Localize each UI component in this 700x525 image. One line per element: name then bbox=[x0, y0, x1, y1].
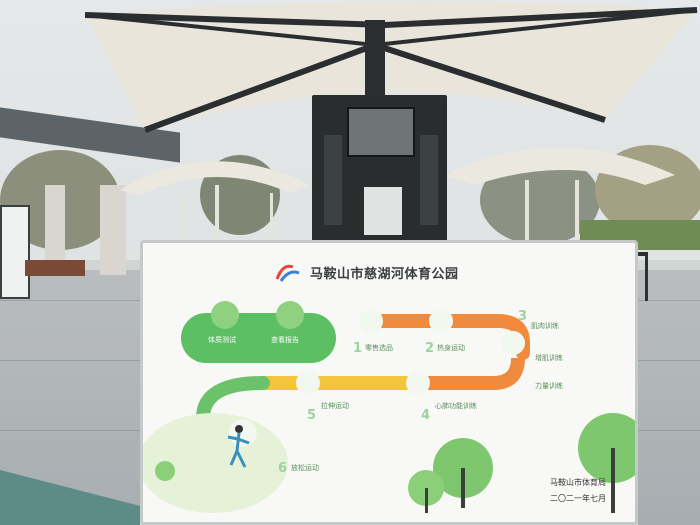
kiosk-side-panel bbox=[420, 135, 438, 225]
board-footer-org: 马鞍山市体育局 bbox=[550, 478, 606, 487]
pergola-pillar bbox=[45, 185, 65, 265]
step-number: 3 bbox=[518, 309, 528, 324]
pergola-pillar bbox=[100, 185, 126, 275]
step-label: 体质测试 bbox=[208, 336, 236, 344]
step-number: 5 bbox=[307, 408, 317, 423]
small-umbrella-right bbox=[445, 147, 675, 245]
step-number: 1 bbox=[353, 341, 363, 356]
step-number: 6 bbox=[278, 461, 288, 476]
small-umbrella-left bbox=[120, 161, 310, 255]
test-and-report-pill bbox=[181, 313, 336, 363]
large-shade-umbrella bbox=[85, 1, 698, 133]
board-title: 马鞍山市慈湖河体育公园 bbox=[310, 267, 459, 282]
kiosk-side-panel bbox=[324, 135, 342, 225]
right-item: 力量训练 bbox=[535, 382, 563, 390]
step-label: 放松运动 bbox=[291, 464, 319, 472]
fitness-test-icon bbox=[211, 301, 239, 329]
step-number: 4 bbox=[421, 408, 431, 423]
runner-figure-icon bbox=[227, 425, 250, 468]
park-logo-icon bbox=[275, 264, 300, 282]
fitness-test-kiosk bbox=[312, 95, 447, 245]
board-footer-date: 二〇二一年七月 bbox=[550, 494, 606, 503]
route-diagram bbox=[143, 309, 635, 513]
step-label: 热身运动 bbox=[437, 344, 465, 352]
phone-report-icon bbox=[276, 301, 304, 329]
step-label: 查看报告 bbox=[271, 336, 299, 344]
step-label: 拉伸运动 bbox=[321, 402, 349, 410]
kiosk-display-panel bbox=[364, 187, 402, 235]
kiosk-screen bbox=[347, 107, 415, 157]
bench-left bbox=[25, 260, 85, 276]
step-label: 零售选品 bbox=[365, 344, 393, 352]
step-label: 肌肉训练 bbox=[531, 322, 559, 330]
small-signboard bbox=[0, 205, 30, 299]
info-board: 马鞍山市慈湖河体育公园 bbox=[140, 240, 638, 525]
step-label: 心肺功能训练 bbox=[435, 402, 477, 410]
right-item: 增肌训练 bbox=[535, 354, 563, 362]
step-number: 2 bbox=[425, 341, 435, 356]
